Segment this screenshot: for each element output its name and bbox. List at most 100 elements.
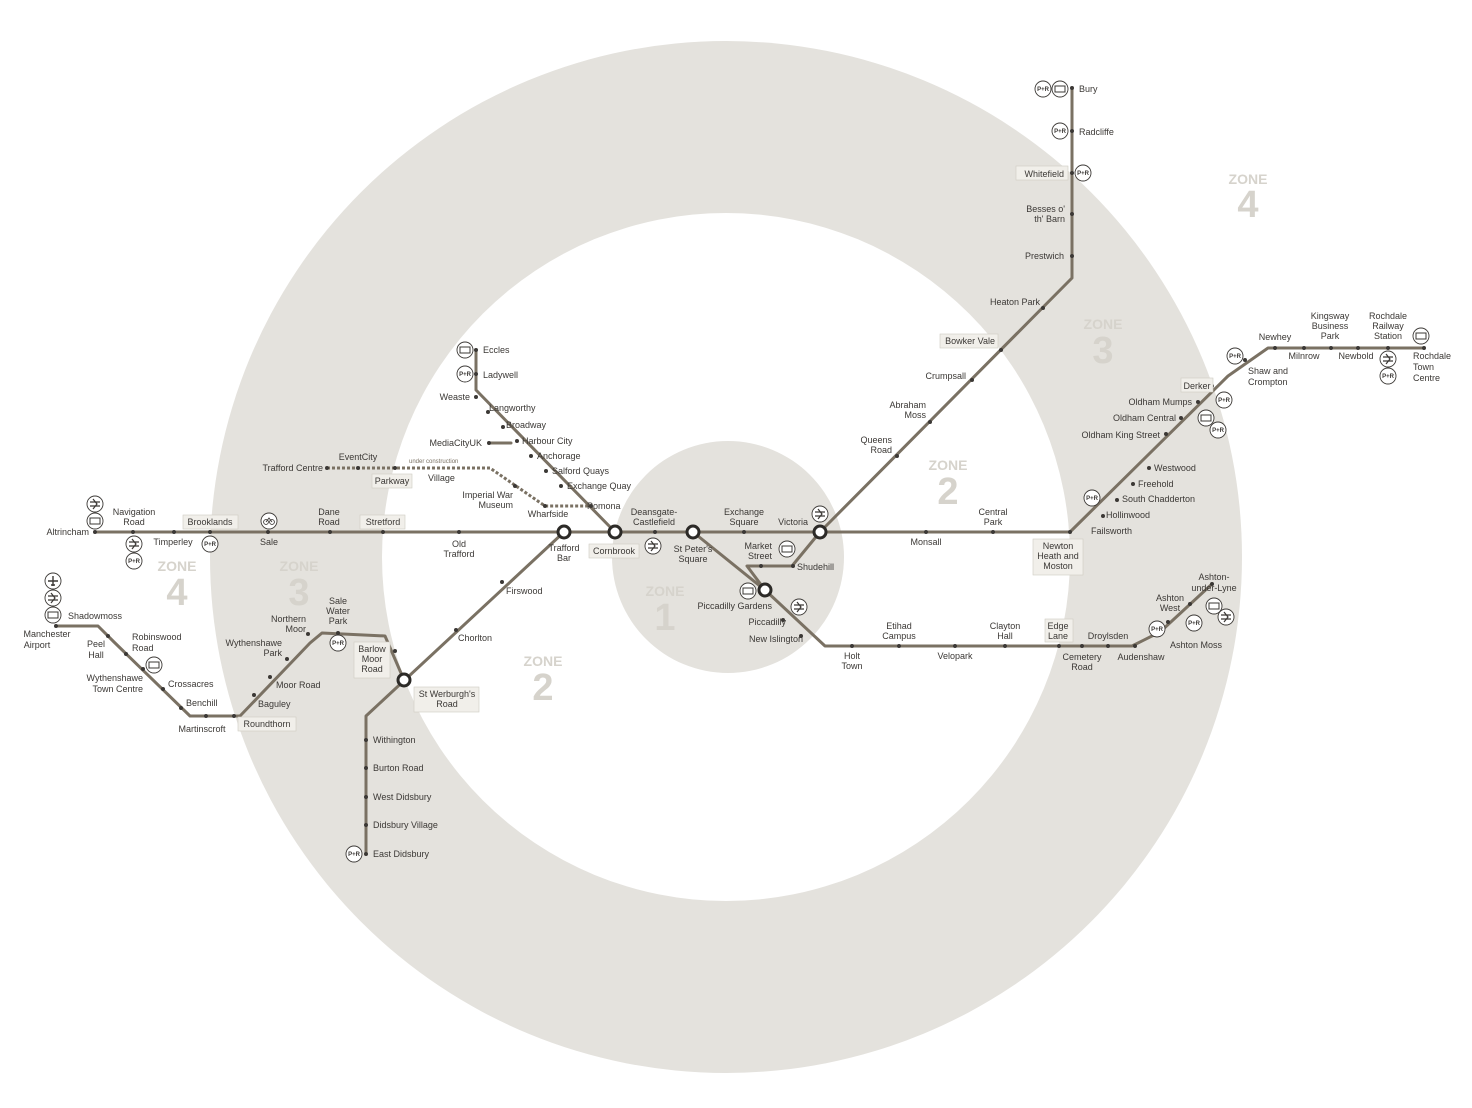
station-holt-town-line2[interactable]: Town — [841, 661, 862, 671]
station-wythenshawe-tc-line1[interactable]: Wythenshawe — [87, 673, 143, 683]
station-old-trafford-line2[interactable]: Trafford — [443, 549, 474, 559]
station-queens-road-line1[interactable]: Queens — [860, 435, 892, 445]
station-oldham-king-street[interactable]: Oldham King Street — [1081, 430, 1160, 440]
station-ashton-ul-line2[interactable]: under-Lyne — [1191, 583, 1236, 593]
station-rochdale-station-line1[interactable]: Rochdale — [1369, 311, 1407, 321]
station-piccadilly[interactable]: Piccadilly — [748, 617, 786, 627]
station-westwood[interactable]: Westwood — [1154, 463, 1196, 473]
station-droylsden[interactable]: Droylsden — [1088, 631, 1129, 641]
station-st-peters-line2[interactable]: Square — [678, 554, 707, 564]
station-radcliffe[interactable]: Radcliffe — [1079, 127, 1114, 137]
station-wythenshawe-park-line1[interactable]: Wythenshawe — [226, 638, 282, 648]
station-trafford-centre[interactable]: Trafford Centre — [262, 463, 323, 473]
station-abraham-moss-line1[interactable]: Abraham — [889, 400, 926, 410]
station-piccadilly-gardens[interactable]: Piccadilly Gardens — [697, 601, 772, 611]
station-deansgate-line1[interactable]: Deansgate- — [631, 507, 678, 517]
station-south-chadderton[interactable]: South Chadderton — [1122, 494, 1195, 504]
station-ashton-moss[interactable]: Ashton Moss — [1170, 640, 1223, 650]
station-robinswood-line2[interactable]: Road — [132, 643, 154, 653]
station-clayton-hall-line1[interactable]: Clayton — [990, 621, 1021, 631]
station-bowker-vale[interactable]: Bowker Vale — [945, 336, 995, 346]
station-shudehill[interactable]: Shudehill — [797, 562, 834, 572]
station-newton-heath-line1[interactable]: Newton — [1043, 541, 1074, 551]
station-ladywell[interactable]: Ladywell — [483, 370, 518, 380]
station-barlow-moor-line1[interactable]: Barlow — [358, 644, 386, 654]
station-crumpsall[interactable]: Crumpsall — [925, 371, 966, 381]
station-airport-line2[interactable]: Airport — [24, 640, 51, 650]
station-anchorage[interactable]: Anchorage — [537, 451, 581, 461]
station-st-peters-line1[interactable]: St Peter's — [674, 544, 713, 554]
station-iwm-line1[interactable]: Imperial War — [462, 490, 513, 500]
station-navigation-road-line2[interactable]: Road — [123, 517, 145, 527]
station-crossacres[interactable]: Crossacres — [168, 679, 214, 689]
station-derker[interactable]: Derker — [1183, 381, 1210, 391]
station-central-park-line1[interactable]: Central — [978, 507, 1007, 517]
station-sale-water-park-line2[interactable]: Water — [326, 606, 350, 616]
interchange-trafford-bar[interactable] — [556, 524, 572, 540]
station-west-didsbury[interactable]: West Didsbury — [373, 792, 432, 802]
station-wharfside[interactable]: Wharfside — [528, 509, 569, 519]
station-barlow-moor-line3[interactable]: Road — [361, 664, 383, 674]
station-newbold[interactable]: Newbold — [1338, 351, 1373, 361]
station-exchange-square-line2[interactable]: Square — [729, 517, 758, 527]
station-didsbury-village[interactable]: Didsbury Village — [373, 820, 438, 830]
station-trafford-bar-line2[interactable]: Bar — [557, 553, 571, 563]
station-eccles[interactable]: Eccles — [483, 345, 510, 355]
station-kingsway-line1[interactable]: Kingsway — [1311, 311, 1350, 321]
station-rochdale-station-line3[interactable]: Station — [1374, 331, 1402, 341]
station-oldham-central[interactable]: Oldham Central — [1113, 413, 1176, 423]
station-harbour-city[interactable]: Harbour City — [522, 436, 573, 446]
station-brooklands[interactable]: Brooklands — [187, 517, 233, 527]
station-edge-lane-line2[interactable]: Lane — [1048, 631, 1068, 641]
station-east-didsbury[interactable]: East Didsbury — [373, 849, 430, 859]
station-rochdale-tc-line2[interactable]: Town — [1413, 362, 1434, 372]
station-edge-lane-line1[interactable]: Edge — [1047, 621, 1068, 631]
station-exchange-square-line1[interactable]: Exchange — [724, 507, 764, 517]
station-sale-water-park-line3[interactable]: Park — [329, 616, 348, 626]
station-moor-road[interactable]: Moor Road — [276, 680, 321, 690]
station-rochdale-station-line2[interactable]: Railway — [1372, 321, 1404, 331]
station-weaste[interactable]: Weaste — [440, 392, 470, 402]
station-parkway[interactable]: Parkway — [375, 476, 410, 486]
station-cemetery-road-line2[interactable]: Road — [1071, 662, 1093, 672]
station-chorlton[interactable]: Chorlton — [458, 633, 492, 643]
station-broadway[interactable]: Broadway — [506, 420, 547, 430]
station-milnrow[interactable]: Milnrow — [1288, 351, 1320, 361]
station-abraham-moss-line2[interactable]: Moss — [904, 410, 926, 420]
station-velopark[interactable]: Velopark — [937, 651, 973, 661]
station-eventcity[interactable]: EventCity — [339, 452, 378, 462]
station-deansgate-line2[interactable]: Castlefield — [633, 517, 675, 527]
station-etihad-line1[interactable]: Etihad — [886, 621, 912, 631]
station-shadowmoss[interactable]: Shadowmoss — [68, 611, 123, 621]
station-market-street-line1[interactable]: Market — [744, 541, 772, 551]
station-peel-hall-line1[interactable]: Peel — [87, 639, 105, 649]
station-barlow-moor-line2[interactable]: Moor — [362, 654, 383, 664]
station-st-werburghs-line2[interactable]: Road — [436, 699, 458, 709]
station-failsworth[interactable]: Failsworth — [1091, 526, 1132, 536]
station-newton-heath-line2[interactable]: Heath and — [1037, 551, 1079, 561]
station-st-werburghs-line1[interactable]: St Werburgh's — [419, 689, 476, 699]
station-whitefield[interactable]: Whitefield — [1024, 169, 1064, 179]
station-old-trafford-line1[interactable]: Old — [452, 539, 466, 549]
station-martinscroft[interactable]: Martinscroft — [178, 724, 226, 734]
station-roundthorn[interactable]: Roundthorn — [243, 719, 290, 729]
station-peel-hall-line2[interactable]: Hall — [88, 650, 104, 660]
station-village[interactable]: Village — [428, 473, 455, 483]
station-langworthy[interactable]: Langworthy — [489, 403, 536, 413]
station-wythenshawe-park-line2[interactable]: Park — [263, 648, 282, 658]
station-central-park-line2[interactable]: Park — [984, 517, 1003, 527]
station-cornbrook[interactable]: Cornbrook — [593, 546, 636, 556]
station-bury[interactable]: Bury — [1079, 84, 1098, 94]
interchange-cornbrook[interactable] — [607, 524, 623, 540]
station-exchange-quay[interactable]: Exchange Quay — [567, 481, 632, 491]
station-monsall[interactable]: Monsall — [910, 537, 941, 547]
station-victoria[interactable]: Victoria — [778, 517, 808, 527]
station-oldham-mumps[interactable]: Oldham Mumps — [1128, 397, 1192, 407]
station-northern-moor-line2[interactable]: Moor — [285, 624, 306, 634]
station-holt-town-line1[interactable]: Holt — [844, 651, 861, 661]
station-navigation-road-line1[interactable]: Navigation — [113, 507, 156, 517]
station-kingsway-line2[interactable]: Business — [1312, 321, 1349, 331]
station-rochdale-tc-line3[interactable]: Centre — [1413, 373, 1440, 383]
station-shaw-line1[interactable]: Shaw and — [1248, 366, 1288, 376]
station-pomona[interactable]: Pomona — [587, 501, 621, 511]
